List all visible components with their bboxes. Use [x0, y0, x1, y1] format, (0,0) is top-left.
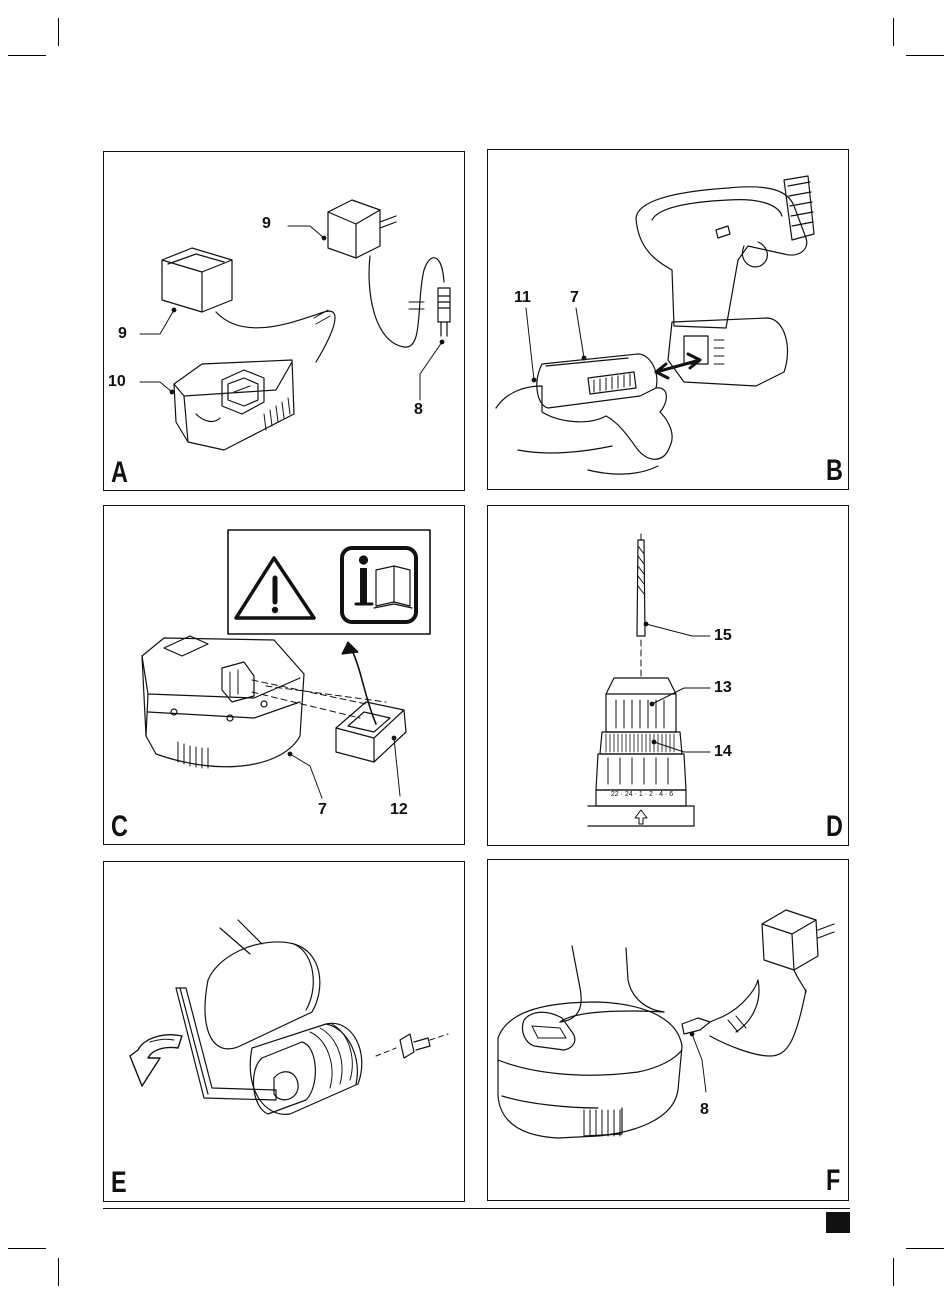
panel-letter: B [826, 454, 843, 487]
panel-letter: C [111, 810, 128, 843]
battery-recycling-illustration [141, 529, 431, 799]
callout-label: 8 [700, 1101, 709, 1118]
direct-charging-illustration [497, 909, 835, 1139]
figure-panel-b: 11 7 B [487, 149, 849, 490]
crop-mark [8, 55, 46, 56]
callout-label: 9 [262, 215, 271, 232]
figure-panel-c: 7 12 C [103, 505, 465, 845]
callout-label: 14 [714, 743, 732, 760]
panel-letter: E [111, 1166, 127, 1199]
crop-mark [58, 18, 59, 46]
crop-mark [58, 1258, 59, 1286]
callout-label: 11 [514, 289, 531, 306]
crop-mark [906, 55, 944, 56]
chuck-drill-bit-illustration [587, 533, 711, 827]
callout-label: 9 [118, 325, 127, 342]
callout-label: 7 [570, 289, 579, 306]
panel-letter: F [826, 1164, 841, 1197]
panel-letter: A [111, 456, 128, 489]
figure-panel-a: 9 9 10 8 A [103, 151, 465, 491]
warning-triangle-icon [234, 556, 316, 620]
rotate-arrow-icon [129, 1034, 183, 1087]
callout-label: 15 [714, 627, 732, 644]
figure-panel-e: E [103, 861, 465, 1202]
collar-scale-text: 22 · 24 · 1 · 2 · 4 · 6 [610, 791, 674, 798]
crop-mark [906, 1248, 944, 1249]
page-number-box [826, 1212, 850, 1233]
figure-panel-d: 15 13 14 22 · 24 · 1 · 2 · 4 · 6 D [487, 505, 849, 846]
callout-label: 10 [108, 373, 126, 390]
chuck-removal-illustration [129, 919, 449, 1115]
double-arrow-icon [654, 352, 702, 380]
charger-illustration [139, 199, 451, 451]
crop-mark [8, 1248, 46, 1249]
callout-label: 8 [414, 401, 423, 418]
panel-letter: D [826, 810, 843, 843]
crop-mark [893, 18, 894, 46]
read-manual-icon [340, 546, 418, 624]
callout-label: 12 [390, 801, 408, 818]
figure-panel-f: 8 F [487, 859, 849, 1201]
callout-label: 13 [714, 679, 732, 696]
footer-rule [103, 1208, 850, 1210]
crop-mark [893, 1258, 894, 1286]
drill-battery-insertion-illustration [495, 175, 815, 475]
callout-label: 7 [318, 801, 327, 818]
